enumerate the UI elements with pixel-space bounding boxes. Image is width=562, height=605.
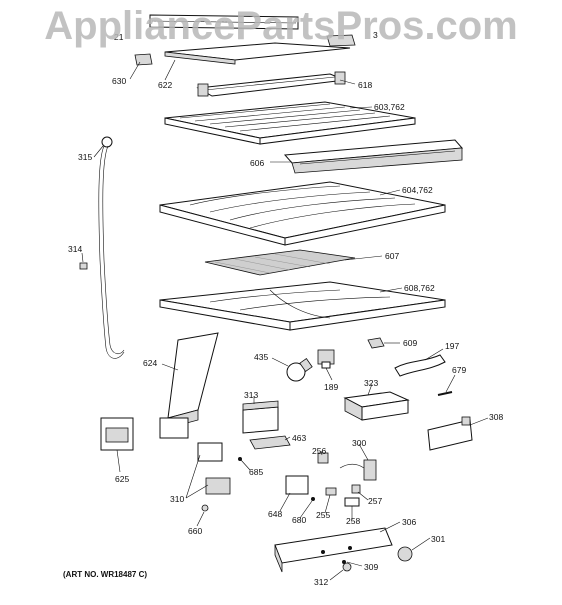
part-607-mesh-filter <box>204 249 356 276</box>
callout-625: 625 <box>115 474 129 484</box>
part-679-screw <box>437 391 453 396</box>
part-624-control-panel <box>159 332 219 439</box>
part-630-bracket <box>134 53 153 66</box>
part-257-terminal <box>351 484 361 494</box>
part-255-clip <box>325 487 337 496</box>
callout-255: 255 <box>316 510 330 520</box>
part-463-module <box>249 435 291 450</box>
callout-306: 306 <box>402 517 416 527</box>
top-trim-strip <box>149 14 299 30</box>
part-256-connector <box>317 452 329 464</box>
callout-314: 314 <box>68 244 82 254</box>
part-323-bracket <box>343 391 410 421</box>
callout-21: 21 <box>114 32 124 42</box>
part-3-clip <box>326 34 356 47</box>
callout-648: 648 <box>268 509 282 519</box>
part-608-meat-pan-cover <box>159 281 446 331</box>
part-314-clip <box>79 262 88 270</box>
callout-680: 680 <box>292 515 306 525</box>
part-306-base-bracket <box>274 527 393 573</box>
callout-685: 685 <box>249 467 263 477</box>
part-435-light-bulb <box>286 358 313 382</box>
part-313-box <box>242 400 279 434</box>
callout-197: 197 <box>445 341 459 351</box>
callout-310: 310 <box>170 494 184 504</box>
part-609-knob <box>367 337 385 349</box>
leader-lines <box>81 59 489 581</box>
part-625-housing <box>100 417 134 451</box>
callout-3: 3 <box>373 30 378 40</box>
part-309-screw <box>342 560 346 564</box>
callout-258: 258 <box>346 516 360 526</box>
callout-660: 660 <box>188 526 202 536</box>
callout-315: 315 <box>78 152 92 162</box>
callout-607: 607 <box>385 251 399 261</box>
part-310-thermostat <box>197 442 231 495</box>
callout-323: 323 <box>364 378 378 388</box>
callout-300: 300 <box>352 438 366 448</box>
callout-606: 606 <box>250 158 264 168</box>
part-301-knob <box>397 546 413 562</box>
part-189-socket <box>317 349 335 369</box>
callout-labels: 21 3 630 622 618 603,762 315 606 604,762… <box>68 30 503 587</box>
callout-463: 463 <box>292 433 306 443</box>
callout-435: 435 <box>254 352 268 362</box>
callout-604-762: 604,762 <box>402 185 433 195</box>
part-618-rail <box>196 71 346 97</box>
part-680-screw <box>311 497 315 501</box>
callout-257: 257 <box>368 496 382 506</box>
callout-618: 618 <box>358 80 372 90</box>
callout-624: 624 <box>143 358 157 368</box>
part-315-drain-tube <box>98 136 125 359</box>
callout-312: 312 <box>314 577 328 587</box>
callout-630: 630 <box>112 76 126 86</box>
callout-679: 679 <box>452 365 466 375</box>
callout-309: 309 <box>364 562 378 572</box>
part-660-screw <box>201 504 209 512</box>
part-258-connector <box>344 497 360 507</box>
art-number: (ART NO. WR18487 C) <box>63 570 148 579</box>
callout-603-762: 603,762 <box>374 102 405 112</box>
part-606-crisper-front <box>283 139 464 174</box>
part-300-harness <box>339 459 377 481</box>
part-197-flex-strip <box>394 354 446 377</box>
callout-609: 609 <box>403 338 417 348</box>
part-648-relay <box>285 475 309 495</box>
part-604-crisper-cover <box>159 181 446 246</box>
part-603-shelf <box>164 101 416 145</box>
part-312-screw <box>342 562 352 572</box>
callout-622: 622 <box>158 80 172 90</box>
callout-308: 308 <box>489 412 503 422</box>
callout-313: 313 <box>244 390 258 400</box>
part-308-bracket <box>427 416 473 451</box>
callout-301: 301 <box>431 534 445 544</box>
callout-189: 189 <box>324 382 338 392</box>
part-622-cover <box>164 42 351 65</box>
callout-256: 256 <box>312 446 326 456</box>
callout-608-762: 608,762 <box>404 283 435 293</box>
